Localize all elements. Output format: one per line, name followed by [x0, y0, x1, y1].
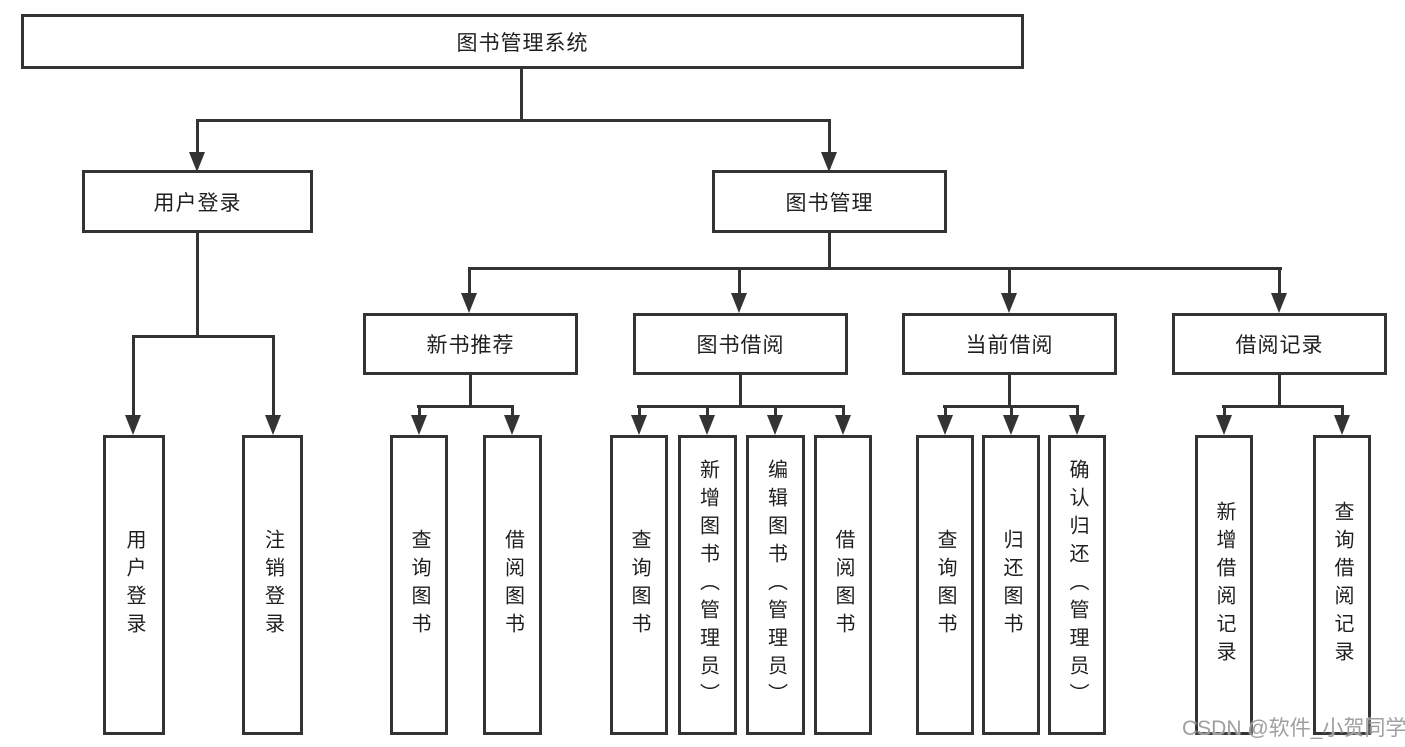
- connector-borrowrecord-group-hline: [1222, 405, 1344, 408]
- connector-bookmgmt-hline: [468, 267, 1282, 270]
- connector-br-add-drop: [1223, 405, 1226, 419]
- arrowhead-cb-query: [937, 415, 953, 435]
- node-book-mgmt-label: 图书管理: [785, 191, 874, 215]
- node-new-book-label: 新书推荐: [426, 334, 515, 357]
- connector-currentborrow-drop: [1008, 267, 1011, 295]
- node-root-label: 图书管理系统: [456, 31, 589, 55]
- connector-newbook-group-hline: [417, 405, 514, 408]
- connector-borrowrecord-stub: [1278, 375, 1281, 407]
- arrowhead-leaf-userlogin: [125, 415, 141, 435]
- arrowhead-bookmgmt: [821, 152, 837, 172]
- leaf-newbook-borrow-label: 借阅图书: [501, 529, 524, 641]
- connector-bb-add-drop: [706, 405, 709, 419]
- leaf-borrow-query-label: 查询图书: [628, 529, 650, 641]
- leaf-newbook-query-label: 查询图书: [408, 529, 430, 641]
- connector-bb-borrow-drop: [842, 405, 845, 419]
- arrowhead-bb-add: [699, 415, 715, 435]
- connector-userlogin-drop: [196, 119, 199, 155]
- arrowhead-nb-query: [411, 415, 427, 435]
- connector-cb-confirm-drop: [1076, 405, 1079, 419]
- connector-newbook-drop: [468, 267, 471, 295]
- leaf-record-query-label: 查询借阅记录: [1331, 501, 1353, 669]
- leaf-current-return-label: 归还图书: [1000, 529, 1022, 641]
- connector-root-stub: [520, 69, 523, 121]
- connector-cb-return-drop: [1010, 405, 1013, 419]
- node-book-borrow: 图书借阅: [633, 313, 848, 375]
- node-user-login-label: 用户登录: [153, 191, 242, 215]
- node-borrow-record: 借阅记录: [1172, 313, 1387, 375]
- leaf-borrow-edit-label: 编辑图书（管理员）: [764, 459, 787, 711]
- leaf-borrow-add: 新增图书（管理员）: [678, 435, 737, 735]
- connector-leaf-logout-drop: [272, 335, 275, 417]
- leaf-borrow-query: 查询图书: [610, 435, 668, 735]
- arrowhead-br-add: [1216, 415, 1232, 435]
- arrowhead-borrowrecord: [1271, 293, 1287, 313]
- connector-newbook-stub: [469, 375, 472, 407]
- connector-bookborrow-stub: [739, 375, 742, 407]
- node-new-book: 新书推荐: [363, 313, 578, 375]
- connector-userlogin-stub: [196, 233, 199, 337]
- leaf-borrow-borrow-label: 借阅图书: [832, 529, 854, 641]
- connector-br-query-drop: [1341, 405, 1344, 419]
- node-user-login: 用户登录: [82, 170, 313, 233]
- node-borrow-record-label: 借阅记录: [1235, 334, 1324, 357]
- leaf-borrow-borrow: 借阅图书: [814, 435, 872, 735]
- leaf-current-return: 归还图书: [982, 435, 1040, 735]
- arrowhead-currentborrow: [1001, 293, 1017, 313]
- connector-bookmgmt-drop: [828, 119, 831, 155]
- connector-level1-hline: [196, 119, 831, 122]
- leaf-logout: 注销登录: [242, 435, 303, 735]
- arrowhead-bb-query: [631, 415, 647, 435]
- connector-leaf-userlogin-drop: [132, 335, 135, 417]
- node-current-borrow: 当前借阅: [902, 313, 1117, 375]
- arrowhead-nb-borrow: [504, 415, 520, 435]
- csdn-watermark: CSDN @软件_小贺同学: [1182, 717, 1405, 740]
- leaf-record-add: 新增借阅记录: [1195, 435, 1253, 735]
- arrowhead-cb-return: [1003, 415, 1019, 435]
- leaf-user-login: 用户登录: [103, 435, 165, 735]
- node-current-borrow-label: 当前借阅: [965, 334, 1054, 357]
- leaf-current-confirm-label: 确认归还（管理员）: [1066, 459, 1088, 711]
- arrowhead-cb-confirm: [1069, 415, 1085, 435]
- leaf-borrow-edit: 编辑图书（管理员）: [746, 435, 805, 735]
- node-book-mgmt: 图书管理: [712, 170, 947, 233]
- connector-bookborrow-drop: [738, 267, 741, 295]
- arrowhead-leaf-logout: [265, 415, 281, 435]
- connector-bookborrow-group-hline: [637, 405, 845, 408]
- connector-bb-query-drop: [638, 405, 641, 419]
- leaf-current-confirm: 确认归还（管理员）: [1048, 435, 1106, 735]
- connector-borrowrecord-drop: [1278, 267, 1281, 295]
- connector-userlogin-hline: [132, 335, 275, 338]
- leaf-user-login-label: 用户登录: [123, 529, 145, 641]
- connector-currentborrow-stub: [1008, 375, 1011, 407]
- arrowhead-newbook: [461, 293, 477, 313]
- arrowhead-br-query: [1334, 415, 1350, 435]
- leaf-newbook-borrow: 借阅图书: [483, 435, 542, 735]
- arrowhead-bookborrow: [731, 293, 747, 313]
- node-root: 图书管理系统: [21, 14, 1024, 69]
- leaf-borrow-add-label: 新增图书（管理员）: [696, 459, 719, 711]
- leaf-current-query-label: 查询图书: [934, 529, 956, 641]
- arrowhead-userlogin: [189, 152, 205, 172]
- connector-bb-edit-drop: [774, 405, 777, 419]
- connector-bookmgmt-stub: [828, 233, 831, 269]
- leaf-record-add-label: 新增借阅记录: [1213, 501, 1235, 669]
- connector-nb-query-drop: [418, 405, 421, 419]
- leaf-logout-label: 注销登录: [261, 529, 284, 641]
- leaf-record-query: 查询借阅记录: [1313, 435, 1371, 735]
- leaf-current-query: 查询图书: [916, 435, 974, 735]
- node-book-borrow-label: 图书借阅: [696, 334, 785, 357]
- connector-nb-borrow-drop: [511, 405, 514, 419]
- arrowhead-bb-edit: [767, 415, 783, 435]
- leaf-newbook-query: 查询图书: [390, 435, 448, 735]
- arrowhead-bb-borrow: [835, 415, 851, 435]
- connector-cb-query-drop: [944, 405, 947, 419]
